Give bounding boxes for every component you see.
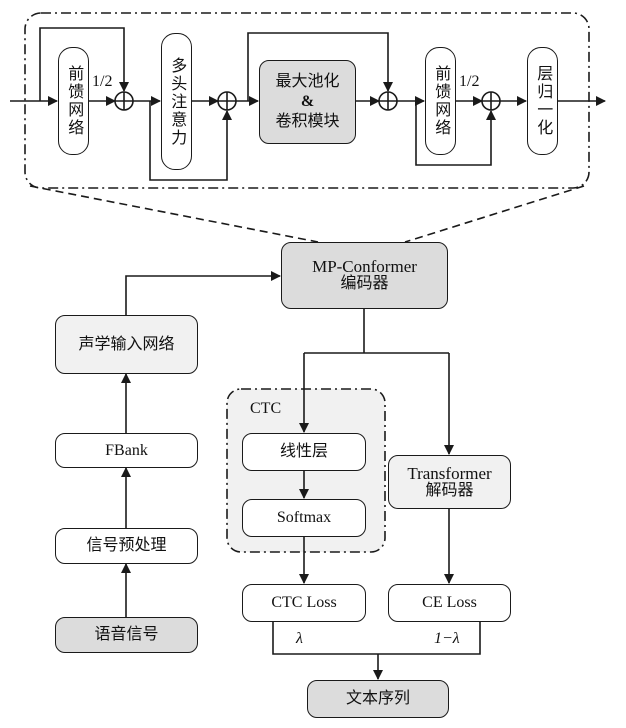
residual-2 — [149, 101, 232, 181]
projection-line-right — [404, 185, 585, 243]
maxpool-conv-block: 最大池化 & 卷积模块 — [259, 60, 356, 144]
ce-loss-label: CE Loss — [422, 594, 477, 612]
softmax-label: Softmax — [276, 509, 332, 527]
ffn-block-2: 前馈网络 — [425, 47, 456, 155]
layernorm-block: 层归一化 — [527, 47, 558, 155]
residual-4 — [415, 101, 496, 166]
lambda-weight-label: λ — [296, 630, 303, 647]
sum-node-2 — [217, 91, 237, 111]
residual-3 — [247, 32, 393, 101]
ce-loss-block: CE Loss — [388, 584, 511, 622]
fbank-label: FBank — [105, 441, 148, 459]
projection-line-left — [29, 185, 319, 243]
mhsa-block-label: 多头注意力 — [168, 56, 186, 147]
half-label-2: 1/2 — [459, 73, 480, 90]
linear-layer-label: 线性层 — [279, 443, 328, 461]
ffn-block-1: 前馈网络 — [58, 47, 89, 155]
acoustic-to-encoder — [125, 271, 281, 315]
loss-combine-bracket — [272, 621, 481, 655]
ffn-block-1-label: 前馈网络 — [65, 65, 83, 137]
transformer-decoder: Transformer 解码器 — [388, 455, 511, 509]
preprocess-block: 信号预处理 — [55, 528, 198, 564]
half-label-1: 1/2 — [92, 73, 113, 90]
preprocess-label: 信号预处理 — [86, 537, 167, 555]
maxpool-label: 最大池化 — [275, 73, 340, 90]
ctc-loss-block: CTC Loss — [242, 584, 366, 622]
mhsa-block: 多头注意力 — [161, 33, 192, 170]
ampersand-label: & — [300, 93, 315, 110]
speech-signal-block: 语音信号 — [55, 617, 198, 653]
ctc-group-title: CTC — [250, 400, 282, 417]
softmax-block: Softmax — [242, 499, 366, 537]
acoustic-input-label: 声学输入网络 — [78, 335, 175, 353]
acoustic-input-network: 声学输入网络 — [55, 315, 198, 374]
sum-node-4 — [481, 91, 501, 111]
encoder-title: MP-Conformer — [312, 257, 417, 277]
fbank-block: FBank — [55, 433, 198, 468]
sum-node-3 — [378, 91, 398, 111]
one-minus-lambda-label: 1−λ — [434, 630, 460, 647]
text-sequence-label: 文本序列 — [345, 690, 410, 708]
conv-module-label: 卷积模块 — [275, 113, 340, 130]
sum-node-1 — [114, 91, 134, 111]
ctc-loss-label: CTC Loss — [271, 594, 337, 612]
encoder-subtitle: 编码器 — [340, 275, 389, 293]
residual-1 — [39, 27, 129, 101]
text-sequence-output: 文本序列 — [307, 680, 449, 718]
decoder-subtitle: 解码器 — [425, 481, 474, 499]
decoder-title: Transformer — [407, 463, 492, 483]
ffn-block-2-label: 前馈网络 — [432, 65, 450, 137]
mp-conformer-encoder: MP-Conformer 编码器 — [281, 242, 448, 309]
linear-layer-block: 线性层 — [242, 433, 366, 471]
layernorm-block-label: 层归一化 — [534, 65, 552, 137]
speech-signal-label: 语音信号 — [94, 626, 159, 644]
